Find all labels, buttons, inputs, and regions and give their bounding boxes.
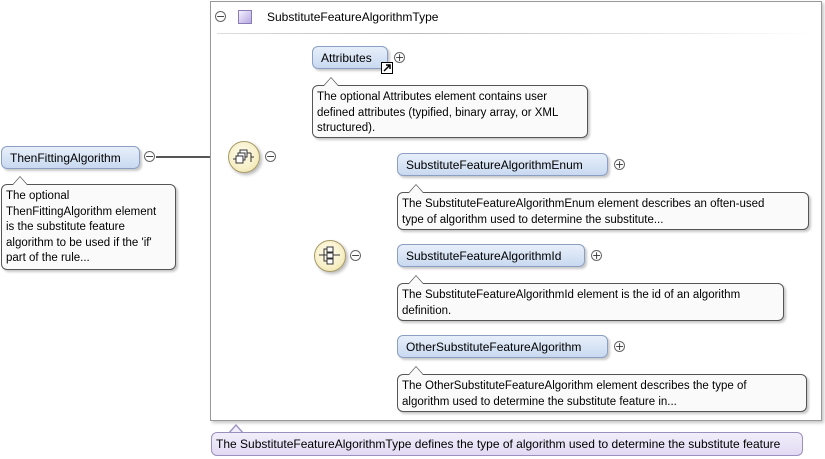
doc-line: algorithm to be used if the 'if' bbox=[6, 236, 152, 249]
element-label: SubstituteFeatureAlgorithmEnum bbox=[406, 158, 583, 172]
doc-line: ThenFittingAlgorithm element bbox=[6, 205, 157, 218]
doc-line: The SubstituteFeatureAlgorithmEnum eleme… bbox=[402, 198, 765, 210]
doc-line: The optional Attributes element contains… bbox=[317, 91, 548, 103]
element-other-substitute-feature-algorithm[interactable]: OtherSubstituteFeatureAlgorithm bbox=[397, 335, 608, 358]
element-label: ThenFittingAlgorithm bbox=[10, 151, 121, 165]
reference-arrow-icon bbox=[381, 62, 393, 74]
choice-icon bbox=[319, 246, 340, 265]
doc-line: The SubstituteFeatureAlgorithmId element… bbox=[402, 289, 741, 301]
element-label: OtherSubstituteFeatureAlgorithm bbox=[406, 340, 582, 354]
element-then-fitting-algorithm[interactable]: ThenFittingAlgorithm bbox=[1, 146, 140, 169]
type-doc-notch-inner bbox=[229, 426, 243, 434]
other-expand-toggle[interactable]: + bbox=[614, 340, 625, 353]
element-attributes[interactable]: Attributes bbox=[312, 46, 388, 69]
attributes-expand-toggle[interactable]: + bbox=[394, 51, 405, 64]
type-collapse-toggle[interactable]: − bbox=[215, 10, 226, 23]
enum-expand-toggle[interactable]: + bbox=[614, 158, 625, 171]
root-collapse-toggle[interactable]: − bbox=[144, 150, 155, 163]
sequence-collapse-toggle[interactable]: − bbox=[265, 150, 276, 163]
choice-compositor[interactable] bbox=[314, 240, 346, 272]
doc-line: is the substitute feature bbox=[6, 221, 125, 233]
attributes-documentation: The optional Attributes element contains… bbox=[312, 77, 588, 138]
doc-line: structured). bbox=[317, 122, 376, 134]
sequence-compositor[interactable] bbox=[228, 141, 260, 173]
element-label: SubstituteFeatureAlgorithmId bbox=[406, 249, 562, 263]
doc-line: algorithm used to determine the substitu… bbox=[402, 395, 677, 408]
doc-line: part of the rule... bbox=[6, 252, 90, 264]
id-expand-toggle[interactable]: + bbox=[591, 249, 602, 262]
type-documentation: The SubstituteFeatureAlgorithmType defin… bbox=[211, 432, 803, 456]
enum-documentation: The SubstituteFeatureAlgorithmEnum eleme… bbox=[397, 184, 809, 230]
type-title-underline bbox=[217, 33, 815, 34]
root-documentation: The optional ThenFittingAlgorithm elemen… bbox=[1, 176, 176, 270]
doc-line: defined attributes (typified, binary arr… bbox=[317, 106, 559, 119]
doc-line: definition. bbox=[402, 304, 452, 317]
element-substitute-feature-algorithm-enum[interactable]: SubstituteFeatureAlgorithmEnum bbox=[397, 153, 608, 176]
element-substitute-feature-algorithm-id[interactable]: SubstituteFeatureAlgorithmId bbox=[397, 244, 585, 267]
type-name: SubstituteFeatureAlgorithmType bbox=[267, 10, 439, 24]
sequence-icon bbox=[233, 149, 254, 164]
type-icon bbox=[238, 10, 252, 24]
choice-collapse-toggle[interactable]: − bbox=[350, 249, 361, 262]
doc-line: The optional bbox=[6, 190, 70, 202]
other-documentation: The OtherSubstituteFeatureAlgorithm elem… bbox=[397, 366, 807, 412]
doc-line: The OtherSubstituteFeatureAlgorithm elem… bbox=[402, 380, 747, 392]
element-label: Attributes bbox=[321, 51, 372, 65]
doc-line: type of algorithm used to determine the … bbox=[402, 213, 664, 226]
id-documentation: The SubstituteFeatureAlgorithmId element… bbox=[397, 275, 784, 321]
